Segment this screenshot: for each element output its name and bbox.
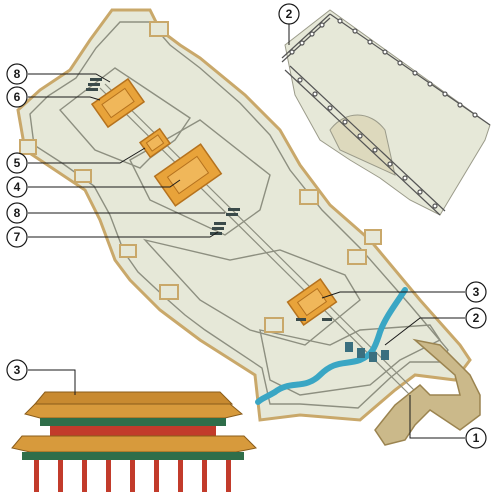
upper-roof	[24, 403, 244, 419]
upper-wall	[50, 426, 216, 436]
upper-eave	[40, 418, 226, 426]
svg-text:8: 8	[14, 206, 21, 220]
callout-7: 7	[6, 226, 28, 248]
callout-1: 1	[465, 427, 487, 449]
hall-3-gate-supreme-harmony	[286, 278, 338, 326]
callout-2-inset: 2	[278, 3, 300, 25]
pillars	[34, 460, 231, 492]
meridian-gate	[374, 338, 481, 446]
svg-text:4: 4	[14, 180, 21, 194]
callout-5: 5	[6, 152, 28, 174]
callout-6: 6	[6, 86, 28, 108]
callout-8-middle: 8	[6, 202, 28, 224]
inner-palace-wall	[29, 21, 449, 409]
bridge-balustrade	[281, 13, 491, 216]
svg-text:2: 2	[286, 7, 293, 21]
outer-palace-wall	[16, 8, 472, 422]
svg-text:8: 8	[14, 67, 21, 81]
hall-5-preserving-harmony	[138, 127, 172, 159]
golden-water-river	[255, 287, 408, 405]
front-courtyard	[142, 238, 361, 346]
lower-roof	[11, 435, 258, 453]
callout-3-elevation: 3	[6, 359, 28, 381]
side-pavilions	[19, 21, 382, 333]
inner-golden-water-bridges	[345, 342, 389, 362]
upper-roof-body	[33, 391, 234, 405]
bridge-arch	[329, 114, 396, 176]
hall-6-heavenly-purity	[90, 77, 146, 129]
middle-courtyard	[129, 119, 271, 236]
callout-3-plan: 3	[465, 281, 487, 303]
palace-plan	[16, 8, 481, 446]
svg-text:2: 2	[473, 311, 480, 325]
svg-text:7: 7	[14, 230, 21, 244]
callouts: 8 6 5 4 8 7 3 2	[6, 3, 487, 449]
svg-text:3: 3	[473, 285, 480, 299]
svg-text:6: 6	[14, 90, 21, 104]
svg-text:5: 5	[14, 156, 21, 170]
callout-4: 4	[6, 176, 28, 198]
svg-text:3: 3	[14, 363, 21, 377]
callout-8-top: 8	[6, 63, 28, 85]
hall-elevation-inset	[11, 391, 258, 492]
leader-lines	[28, 24, 465, 439]
callout-2-plan: 2	[465, 307, 487, 329]
svg-text:1: 1	[473, 431, 480, 445]
bridge-detail-inset	[281, 9, 491, 216]
bridge-deck	[284, 9, 491, 216]
lower-eave	[22, 452, 244, 460]
